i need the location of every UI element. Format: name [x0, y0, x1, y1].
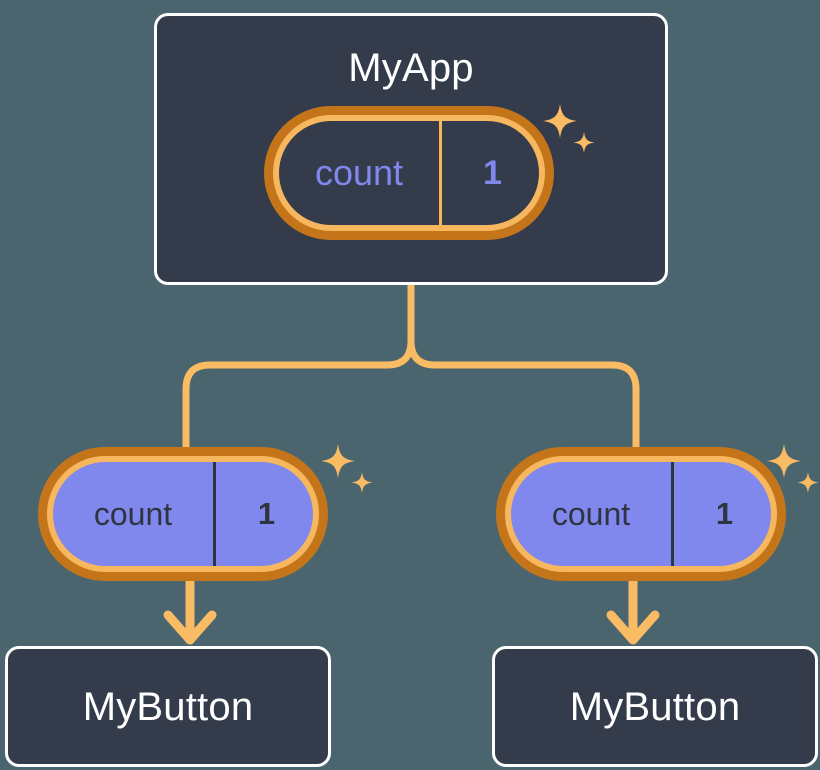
state-value: 1 — [257, 496, 276, 531]
state-key: count — [314, 152, 404, 193]
state-key: count — [551, 495, 631, 532]
state-key: count — [93, 495, 173, 532]
state-pill-inner: count 1 — [53, 462, 313, 566]
state-pill-divider — [439, 121, 442, 225]
state-pill-inner: count 1 — [279, 121, 539, 225]
state-pill-divider — [671, 462, 674, 566]
component-title: MyButton — [569, 684, 741, 729]
component-title: MyButton — [82, 684, 254, 729]
state-value: 1 — [715, 496, 734, 531]
component-card-mybutton-right[interactable]: MyButton — [492, 646, 818, 767]
state-pill-inner: count 1 — [511, 462, 771, 566]
component-title: MyApp — [348, 46, 474, 90]
state-value: 1 — [483, 153, 502, 192]
state-pill-root[interactable]: count 1 — [264, 106, 554, 240]
state-pill-child-right[interactable]: count 1 — [496, 447, 786, 581]
state-pill-frame: count 1 — [38, 447, 328, 581]
component-card-mybutton-left[interactable]: MyButton — [5, 646, 331, 767]
state-pill-divider — [213, 462, 216, 566]
state-pill-child-left[interactable]: count 1 — [38, 447, 328, 581]
state-pill-frame: count 1 — [264, 106, 554, 240]
state-pill-frame: count 1 — [496, 447, 786, 581]
